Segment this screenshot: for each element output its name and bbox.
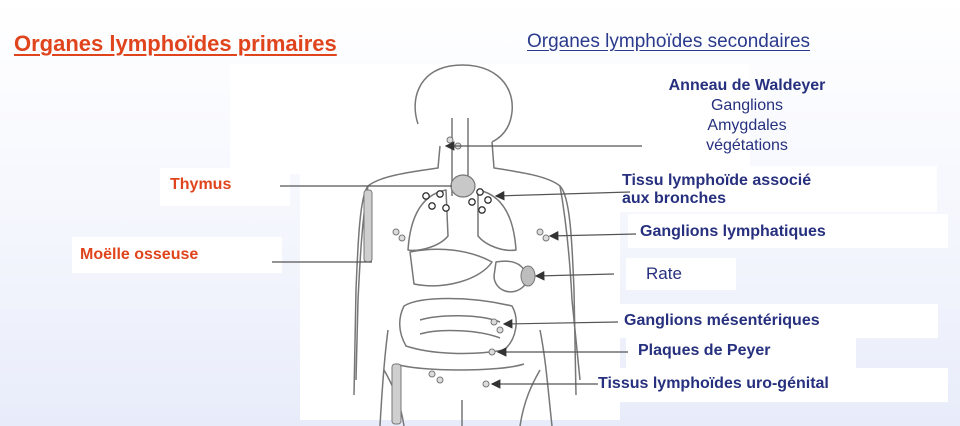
right-arm-outline — [560, 186, 580, 380]
femur-bone — [392, 364, 401, 424]
liver — [410, 249, 492, 286]
label-waldeyer: Anneau de Waldeyer Ganglions Amygdales v… — [627, 76, 867, 156]
arrow-balt — [496, 192, 630, 196]
label-urogenital: Tissus lymphoïdes uro-génital — [598, 375, 829, 393]
arrow-rate — [536, 274, 614, 276]
label-moelle: Moëlle osseuse — [80, 246, 198, 264]
label-peyer: Plaques de Peyer — [638, 342, 771, 360]
label-balt-line1: Tissu lymphoïde associé — [622, 172, 811, 190]
thymus-organ — [451, 175, 475, 197]
waldeyer-title: Anneau de Waldeyer — [627, 76, 867, 96]
humerus-bone — [364, 190, 372, 262]
intestines — [400, 299, 516, 354]
balt-node — [469, 199, 475, 205]
spleen-organ — [521, 266, 535, 286]
balt-node — [485, 197, 491, 203]
node-axillary — [543, 235, 549, 241]
node-inguinal — [483, 381, 489, 387]
balt-node — [479, 207, 485, 213]
node-inguinal — [437, 377, 443, 383]
arrow-mesent — [504, 322, 618, 324]
balt-node — [477, 189, 483, 195]
node-axillary — [393, 229, 399, 235]
balt-node — [423, 193, 429, 199]
waldeyer-item: Amygdales — [627, 116, 867, 136]
balt-node — [429, 203, 435, 209]
right-leg — [520, 370, 540, 426]
label-ganglions-lymph: Ganglions lymphatiques — [640, 223, 826, 241]
node-axillary — [399, 235, 405, 241]
arrow-ganglions — [550, 234, 636, 236]
label-balt-line2: aux bronches — [622, 190, 726, 208]
pelvis — [396, 364, 524, 370]
node-mesenteric — [497, 327, 503, 333]
label-rate: Rate — [646, 264, 682, 284]
node-cervical — [447, 137, 453, 143]
head-outline — [415, 65, 512, 142]
node-mesenteric — [491, 319, 497, 325]
right-lung — [478, 190, 516, 250]
waldeyer-item: végétations — [627, 136, 867, 156]
node-peyer — [489, 349, 495, 355]
balt-node — [443, 205, 449, 211]
label-thymus: Thymus — [170, 176, 231, 194]
node-inguinal — [429, 371, 435, 377]
label-ganglions-mesent: Ganglions mésentériques — [624, 312, 820, 330]
node-axillary — [537, 229, 543, 235]
balt-node — [437, 191, 443, 197]
waldeyer-item: Ganglions — [627, 96, 867, 116]
